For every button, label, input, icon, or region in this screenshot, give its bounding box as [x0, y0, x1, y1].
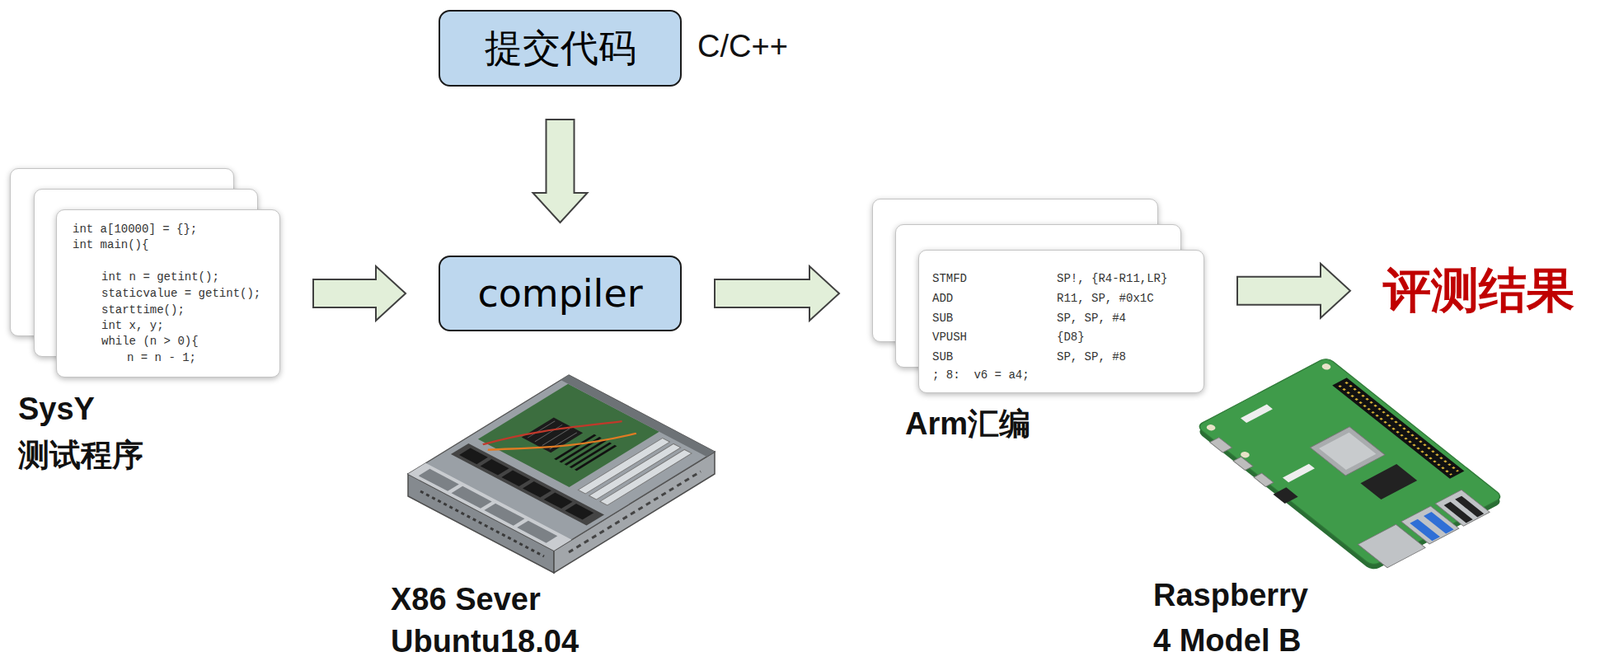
caption-label: Raspberry — [1153, 578, 1309, 614]
caption-label: SysY — [18, 392, 95, 427]
code-line: int main(){ — [72, 237, 149, 253]
block-arrow — [1237, 263, 1351, 319]
code-card: int a[10000] = {};int main(){ int n = get… — [56, 209, 281, 378]
code-line: STMFD — [932, 271, 967, 287]
code-line: SP, SP, #4 — [1056, 310, 1127, 326]
code-line: staticvalue = getint(); — [101, 286, 261, 301]
result-node: 评测结果 — [1383, 262, 1575, 320]
raspberry-pi-illustration — [1191, 356, 1511, 575]
caption-label: Arm汇编 — [905, 407, 1031, 442]
code-line: n = n - 1; — [126, 350, 197, 366]
block-arrow — [714, 266, 840, 321]
caption-label: X86 Sever — [390, 582, 541, 618]
caption-label: Ubuntu18.04 — [390, 624, 579, 660]
caption-label: C/C++ — [697, 29, 789, 65]
code-card: STMFD SP!, {R4-R11,LR} ADD R11, SP, #0x1C SU… — [918, 249, 1205, 394]
code-line: SP, SP, #8 — [1056, 349, 1127, 365]
code-line: SUB — [932, 310, 953, 326]
server-illustration — [408, 375, 715, 573]
process-box: 提交代码 — [438, 9, 682, 87]
code-line: VPUSH — [932, 329, 967, 345]
code-line: ADD — [932, 290, 953, 306]
code-line: SUB — [932, 349, 953, 365]
code-line: ; 8: v6 = a4; — [932, 367, 1030, 383]
code-stack: STMFD SP!, {R4-R11,LR} ADD R11, SP, #0x1C SU… — [872, 198, 1205, 394]
code-stack: int a[10000] = {};int main(){ int n = get… — [9, 168, 281, 378]
code-line: starttime(); — [101, 302, 185, 318]
code-line: int n = getint(); — [101, 269, 220, 285]
box-label: 提交代码 — [484, 26, 637, 71]
block-arrow — [313, 266, 406, 321]
code-line: while (n > 0){ — [101, 333, 199, 349]
code-line: SP!, {R4-R11,LR} — [1056, 271, 1168, 287]
code-line: int a[10000] = {}; — [72, 221, 198, 237]
code-line: int x, y; — [101, 318, 165, 334]
process-box: compiler — [438, 255, 682, 332]
result-text: 评测结果 — [1383, 262, 1575, 320]
caption-label: 测试程序 — [18, 438, 144, 474]
block-arrow — [533, 119, 588, 223]
code-line: {D8} — [1056, 329, 1085, 345]
caption-label: 4 Model B — [1153, 624, 1301, 659]
box-label: compiler — [477, 272, 643, 316]
code-line: R11, SP, #0x1C — [1056, 290, 1155, 306]
